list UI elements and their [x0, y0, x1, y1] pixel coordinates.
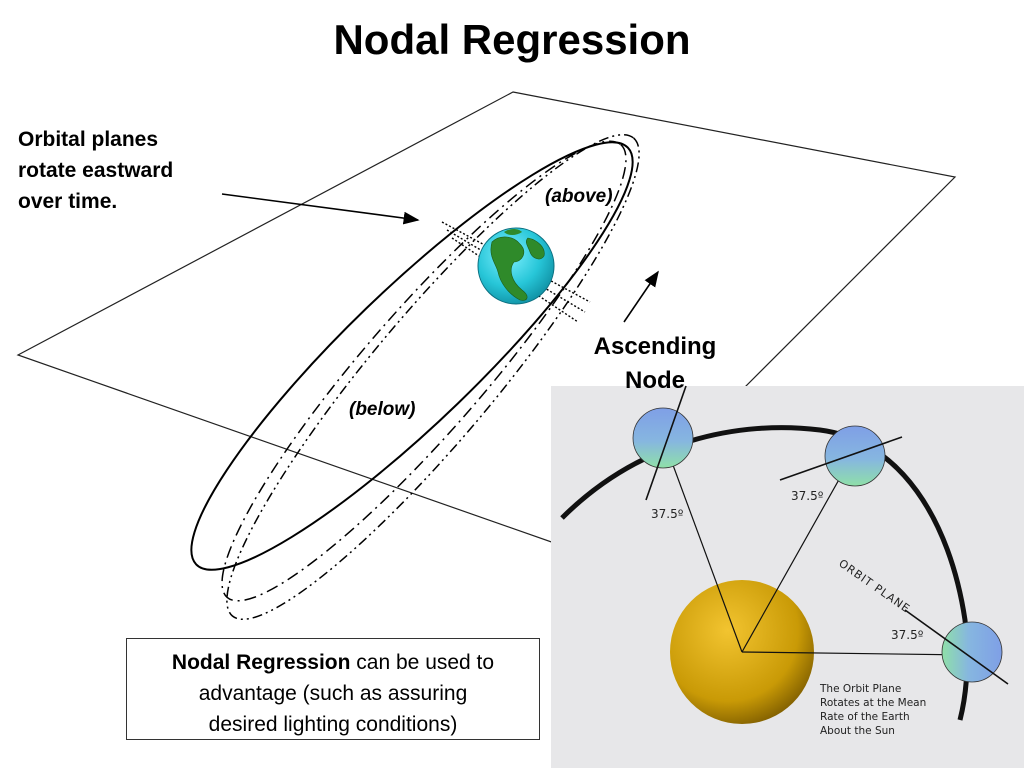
- angle-label-3: 37.5º: [891, 628, 924, 642]
- orbit-solid: [190, 141, 634, 571]
- callout-box: Nodal Regression can be used to advantag…: [126, 638, 540, 740]
- callout-rest: can be used to: [350, 651, 495, 674]
- page-title: Nodal Regression: [333, 16, 691, 63]
- callout-line2: advantage (such as assuring: [198, 682, 468, 705]
- note-arrow: [221, 193, 420, 225]
- angle-label-2: 37.5º: [791, 489, 824, 503]
- orbit-dash-dot-inner: [221, 140, 627, 602]
- callout-bold: Nodal Regression: [171, 651, 351, 674]
- inset-caption: The Orbit Plane Rotates at the Mean Rate…: [820, 683, 927, 737]
- ascending-node-label: Ascending Node: [593, 333, 717, 394]
- orbit-dash-dot-outer: [226, 133, 640, 621]
- sun-lines: [662, 437, 971, 656]
- angle-label-1: 37.5º: [651, 507, 684, 521]
- ascending-node-arrow: [623, 270, 659, 323]
- planet-position-3: [904, 609, 1009, 685]
- planet-position-1: [632, 385, 694, 501]
- rotation-note: Orbital planes rotate eastward over time…: [18, 128, 174, 213]
- orbit-plane-label: ORBIT PLANE: [836, 557, 912, 616]
- above-label: (above): [545, 186, 613, 207]
- orbit-ellipses: [190, 133, 640, 621]
- below-label: (below): [349, 399, 416, 420]
- earth-globe: [477, 227, 555, 305]
- planet-position-2: [779, 425, 903, 487]
- callout-line3: desired lighting conditions): [208, 713, 458, 736]
